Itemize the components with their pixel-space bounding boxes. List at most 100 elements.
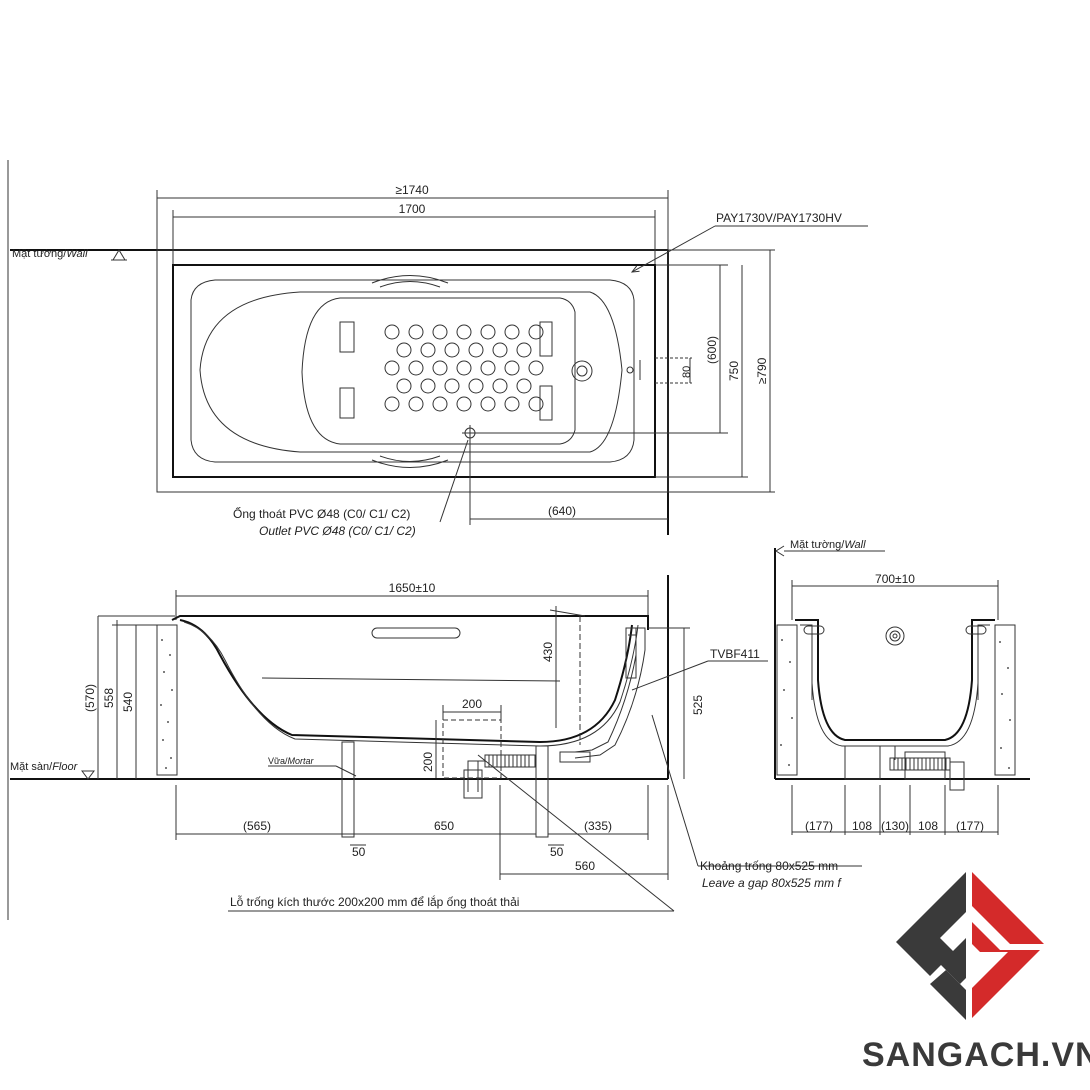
gap-label-en: Leave a gap 80x525 mm f bbox=[702, 876, 842, 890]
handle-top bbox=[371, 275, 449, 284]
dim-1650: 1650±10 bbox=[389, 581, 436, 595]
hole-note: Lỗ trống kích thước 200x200 mm để lắp ốn… bbox=[230, 894, 519, 909]
handle-left-end bbox=[803, 625, 825, 635]
leg-left-end bbox=[844, 745, 881, 780]
anti-slip-dot bbox=[456, 324, 472, 340]
dim-700: 700±10 bbox=[875, 572, 915, 586]
floor-marker-icon bbox=[81, 770, 95, 780]
overall-footprint bbox=[156, 249, 669, 493]
dim-end-108-left: 108 bbox=[852, 819, 872, 833]
anti-slip-dot bbox=[408, 396, 424, 412]
dim-750: 750 bbox=[727, 361, 741, 381]
dim-790: ≥790 bbox=[755, 357, 769, 384]
overflow-icon bbox=[571, 360, 593, 382]
dim-end-108-right: 108 bbox=[918, 819, 938, 833]
anti-slip-dot bbox=[480, 396, 496, 412]
tub-basin bbox=[190, 279, 635, 463]
pad-top-right bbox=[539, 321, 553, 357]
dim-80: 80 bbox=[681, 366, 693, 378]
wall-label-top: Mặt tường/Wall bbox=[12, 248, 88, 260]
drain-model-label: TVBF411 bbox=[710, 647, 760, 661]
anti-slip-dot bbox=[432, 396, 448, 412]
dim-650: 650 bbox=[434, 819, 454, 833]
concrete-support bbox=[156, 624, 178, 776]
anti-slip-dot bbox=[468, 342, 484, 358]
dim-558: 558 bbox=[102, 688, 116, 708]
gap-label-vi: Khoảng trống 80x525 mm bbox=[700, 859, 838, 873]
concrete-right-end bbox=[994, 624, 1016, 776]
concrete-left-end bbox=[776, 624, 798, 776]
anti-slip-dot bbox=[480, 360, 496, 376]
dim-525: 525 bbox=[691, 695, 705, 715]
dim-600: (600) bbox=[705, 336, 719, 364]
floor-label: Mặt sàn/Floor bbox=[10, 761, 79, 773]
dim-1700: 1700 bbox=[399, 202, 426, 216]
dim-end-130: (130) bbox=[881, 819, 909, 833]
anti-slip-dot bbox=[384, 324, 400, 340]
handle-right-end bbox=[965, 625, 987, 635]
dim-200-width: 200 bbox=[462, 697, 482, 711]
anti-slip-dot bbox=[456, 360, 472, 376]
anti-slip-dot bbox=[516, 342, 532, 358]
end-view: Mặt tường/Wall 700±10 bbox=[774, 539, 1030, 835]
anti-slip-dot bbox=[528, 360, 544, 376]
anti-slip-dot bbox=[396, 342, 412, 358]
anti-slip-dot bbox=[456, 396, 472, 412]
tub-rim bbox=[172, 264, 656, 478]
anti-slip-dots bbox=[384, 324, 544, 412]
anti-slip-dot bbox=[408, 360, 424, 376]
dim-50-right: 50 bbox=[550, 845, 564, 859]
anti-slip-dot bbox=[444, 378, 460, 394]
sg-logo bbox=[888, 870, 1048, 1030]
pad-bottom-left bbox=[339, 387, 355, 419]
anti-slip-dot bbox=[420, 342, 436, 358]
overflow-pipe bbox=[574, 627, 646, 759]
tub-inner-bottom bbox=[199, 291, 623, 453]
tub-outer-profile bbox=[179, 619, 633, 744]
anti-slip-dot bbox=[492, 342, 508, 358]
top-view: Mặt tường/Wall ≥1740 1700 bbox=[10, 183, 868, 538]
model-label: PAY1730V/PAY1730HV bbox=[716, 211, 842, 225]
dim-560: 560 bbox=[575, 859, 595, 873]
dim-1740: ≥1740 bbox=[395, 183, 429, 197]
overflow-end-icon bbox=[885, 626, 905, 646]
tub-floor bbox=[301, 297, 576, 445]
drain-hole-outline bbox=[442, 719, 502, 779]
website-label: SANGACH.VN bbox=[862, 1036, 1090, 1074]
wall-label-end: Mặt tường/Wall bbox=[790, 539, 866, 551]
dim-335: (335) bbox=[584, 819, 612, 833]
dim-430: 430 bbox=[541, 642, 555, 662]
outlet-label-en: Outlet PVC Ø48 (C0/ C1/ C2) bbox=[259, 524, 416, 538]
anti-slip-dot bbox=[504, 324, 520, 340]
support-leg-left bbox=[341, 741, 355, 838]
dim-end-177-right: (177) bbox=[956, 819, 984, 833]
outlet-label-vi: Ống thoát PVC Ø48 (C0/ C1/ C2) bbox=[233, 506, 410, 521]
anti-slip-dot bbox=[468, 378, 484, 394]
dim-565: (565) bbox=[243, 819, 271, 833]
concrete-texture bbox=[160, 639, 173, 769]
wall-marker-end-icon bbox=[775, 545, 785, 557]
anti-slip-dot bbox=[516, 378, 532, 394]
anti-slip-dot bbox=[480, 324, 496, 340]
anti-slip-dot bbox=[504, 396, 520, 412]
anti-slip-dot bbox=[408, 324, 424, 340]
dim-end-177-left: (177) bbox=[805, 819, 833, 833]
leg-right-end bbox=[904, 751, 946, 780]
anti-slip-dot bbox=[384, 396, 400, 412]
anti-slip-dot bbox=[504, 360, 520, 376]
drain-fitting bbox=[559, 751, 591, 763]
anti-slip-dot bbox=[432, 324, 448, 340]
anti-slip-dot bbox=[432, 360, 448, 376]
anti-slip-dot bbox=[528, 324, 544, 340]
dim-200-height: 200 bbox=[421, 752, 435, 772]
dim-570: (570) bbox=[83, 684, 97, 712]
handle-bottom bbox=[371, 459, 449, 468]
pad-top-left bbox=[339, 321, 355, 353]
side-handle bbox=[371, 627, 461, 639]
tub-section bbox=[795, 619, 995, 741]
anti-slip-dot bbox=[528, 396, 544, 412]
side-view: Mặt sàn/Floor 1650±10 bbox=[10, 575, 862, 912]
dim-540: 540 bbox=[121, 692, 135, 712]
pad-bottom-right bbox=[539, 385, 553, 421]
